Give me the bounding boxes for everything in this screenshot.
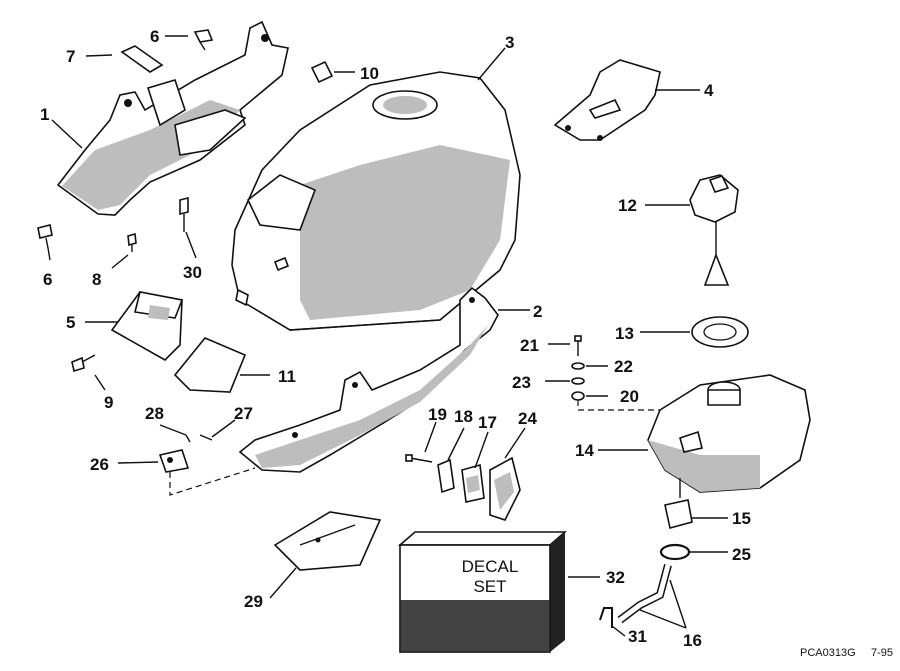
dashed-leader-tank	[577, 400, 660, 411]
callout-2: 2	[533, 302, 542, 321]
callout-4: 4	[704, 81, 714, 100]
pin-part-10	[310, 60, 334, 84]
plate-part-7	[120, 45, 164, 73]
callout-18: 18	[454, 407, 473, 426]
callout-12: 12	[618, 196, 637, 215]
callout-7: 7	[66, 47, 75, 66]
callout-14: 14	[575, 441, 594, 460]
drawing-code: PCA0313G	[800, 647, 856, 659]
callout-31: 31	[628, 627, 647, 646]
screw-part-6-top	[193, 29, 214, 51]
callout-6-top: 6	[150, 27, 159, 46]
gasket-ring-part	[691, 316, 749, 348]
callout-32: 32	[606, 568, 625, 587]
clamp-part-31	[599, 607, 613, 628]
engine-cover-part	[231, 71, 521, 331]
decal-label-line2: SET	[473, 577, 506, 596]
pin-part-28	[185, 434, 191, 443]
fuel-connector-part-15	[664, 478, 693, 529]
latch-bracket-part	[553, 59, 661, 141]
callout-25: 25	[732, 545, 751, 564]
callout-10: 10	[360, 64, 379, 83]
fuel-tank-part	[647, 374, 811, 493]
callout-23: 23	[512, 373, 531, 392]
lower-mount-part	[238, 286, 499, 473]
bracket-part-17	[461, 463, 485, 503]
screw-part-9	[71, 354, 96, 373]
clip-part-18	[437, 458, 455, 494]
seal-part	[173, 337, 247, 393]
washer-part-23	[571, 377, 585, 385]
callout-labels: 1 2 3 4 5 6 6 7 8 9 10 11 12 13 14 15 16…	[40, 27, 751, 650]
callout-22: 22	[614, 357, 633, 376]
screw-part-21	[574, 335, 582, 356]
callout-17: 17	[478, 413, 497, 432]
clamp-part-25	[659, 543, 691, 561]
callout-15: 15	[732, 509, 751, 528]
washer-part-22	[571, 362, 585, 370]
screw-part-8	[127, 232, 137, 252]
dashed-leader-26	[169, 467, 256, 496]
hose-part-16	[617, 563, 672, 624]
wedge-bracket-part	[110, 291, 184, 361]
drawing-date: 7-95	[871, 647, 893, 659]
callout-11: 11	[278, 367, 296, 386]
callout-13: 13	[615, 324, 634, 343]
callout-1: 1	[40, 105, 49, 124]
callout-3: 3	[505, 33, 514, 52]
callout-29: 29	[244, 592, 263, 611]
screw-part-19	[405, 454, 433, 463]
callout-8: 8	[92, 270, 101, 289]
callout-24: 24	[518, 409, 537, 428]
callout-30: 30	[183, 263, 202, 282]
pin-part-27	[199, 434, 213, 441]
callout-20: 20	[620, 387, 639, 406]
bumper-part-24	[489, 456, 521, 521]
callout-19: 19	[428, 405, 447, 424]
callout-9: 9	[104, 393, 113, 412]
card-part-29	[273, 511, 382, 571]
lower-pan-part	[56, 20, 289, 216]
callout-6-left: 6	[43, 270, 52, 289]
filler-cap-part	[689, 174, 739, 286]
leader-lines	[47, 35, 728, 637]
callout-27: 27	[234, 404, 253, 423]
nut-part-20	[571, 391, 585, 401]
decal-label-line1: DECAL	[462, 557, 519, 576]
decal-set-box: DECAL SET	[397, 531, 568, 653]
screw-part-30	[179, 196, 189, 232]
callout-5: 5	[66, 313, 75, 332]
part-26	[158, 449, 190, 473]
screw-part-6-left	[37, 224, 53, 249]
callout-28: 28	[145, 404, 164, 423]
callout-26: 26	[90, 455, 109, 474]
callout-21: 21	[520, 336, 539, 355]
callout-16: 16	[683, 631, 702, 650]
